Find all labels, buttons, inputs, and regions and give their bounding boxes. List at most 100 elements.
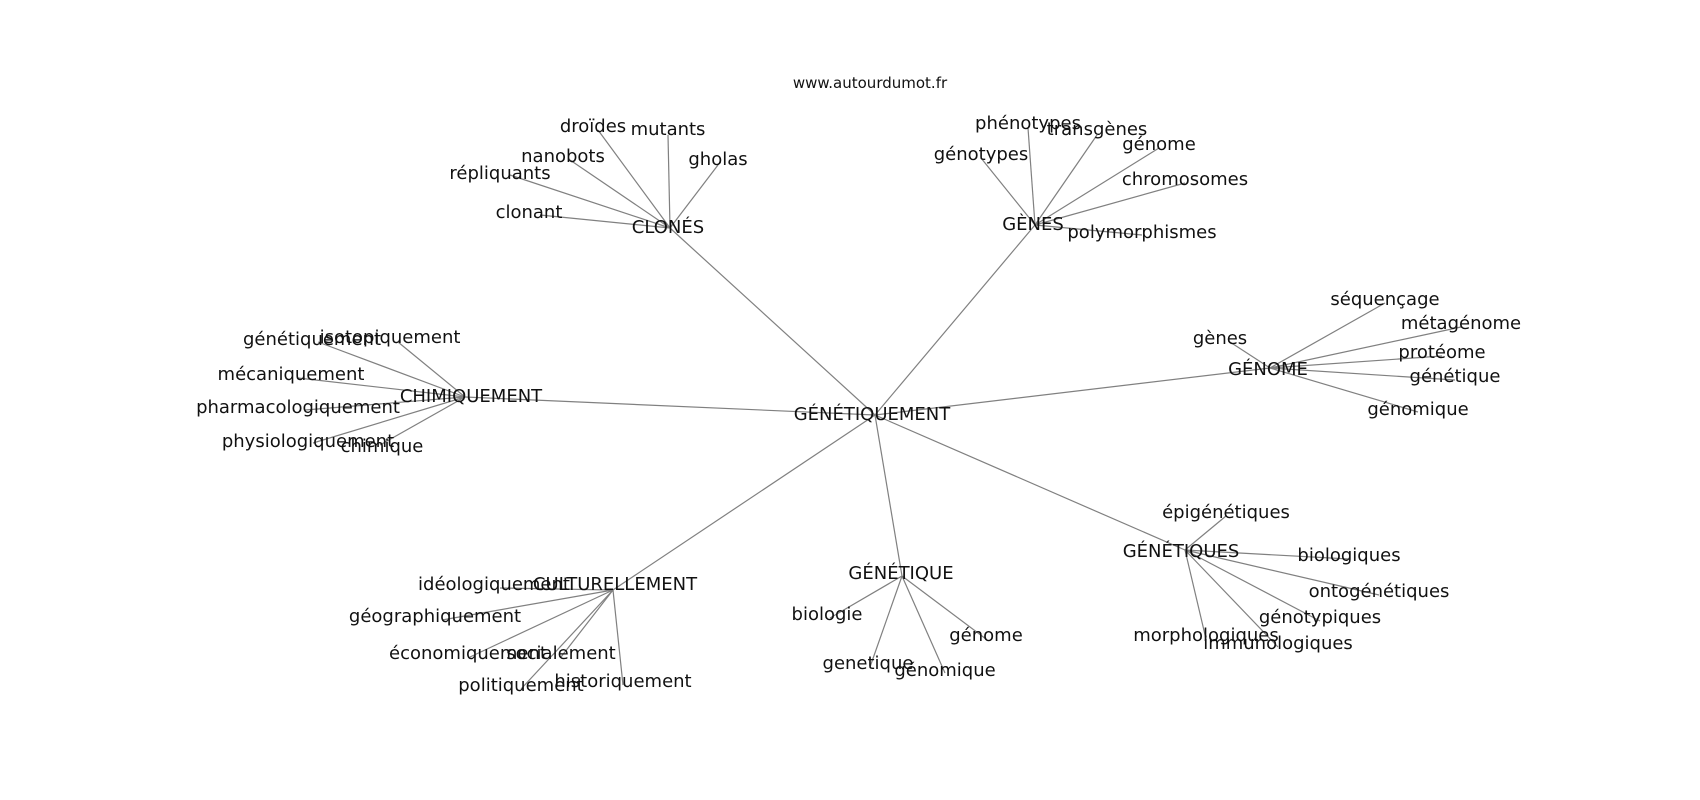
hub-word-chimiquement[interactable]: CHIMIQUEMENT [400, 386, 543, 407]
edge-genes-to-transgenes [1034, 134, 1098, 226]
edge-genetiques-to-morphologiques [1184, 549, 1207, 640]
word-node-historiquement[interactable]: historiquement [554, 671, 691, 692]
word-node-mutants[interactable]: mutants [631, 119, 706, 140]
edge-genetiques-to-epigenetiques [1184, 515, 1227, 551]
edge-genes-to-genome [1034, 147, 1160, 226]
edge-clones-to-droides [597, 129, 671, 229]
edge-clones-to-repliquants [509, 174, 671, 229]
edge-genome-to-proteome [1269, 355, 1443, 369]
word-node-genetique[interactable]: génétique [1410, 366, 1501, 387]
edge-chimiquement-to-isotopiquement [397, 341, 466, 398]
word-node-polymorphismes[interactable]: polymorphismes [1067, 222, 1216, 243]
word-node-genotypiques[interactable]: génotypiques [1259, 607, 1381, 628]
edge-genome-to-genomique [1269, 367, 1419, 413]
edge-center-to-clones [669, 227, 876, 416]
word-node-economiquement[interactable]: économiquement [389, 643, 547, 664]
edge-culturellement-to-historiquement [612, 589, 624, 686]
word-node-epigenetiques[interactable]: épigénétiques [1162, 502, 1290, 523]
edge-genes-to-chromosomes [1034, 182, 1186, 226]
edge-genetique-to-genome [901, 575, 987, 640]
edge-center-to-genes [874, 224, 1036, 416]
edge-culturellement-to-politiquement [520, 589, 614, 690]
hub-word-genetiques[interactable]: GÉNÉTIQUES [1123, 540, 1240, 562]
edge-culturellement-to-ideologiquement [499, 587, 614, 591]
hub-word-genes[interactable]: GÈNES [1002, 213, 1064, 235]
edge-genome-to-sequencage [1269, 302, 1386, 369]
hub-word-genetique[interactable]: GÉNÉTIQUE [848, 562, 953, 584]
edge-clones-to-clonant [539, 214, 671, 229]
edge-chimiquement-to-genetiquement [317, 341, 466, 398]
edge-genes-to-phenotypes [1027, 127, 1036, 226]
edge-genetiques-to-immunologiques [1184, 549, 1279, 648]
word-node-genotypes[interactable]: génotypes [934, 144, 1029, 165]
word-node-chimique[interactable]: chimique [341, 436, 424, 457]
edge-chimiquement-to-mecaniquement [297, 377, 466, 398]
edge-genes-to-genotypes [980, 157, 1036, 226]
word-node-genetiquement[interactable]: génétiquement [243, 329, 381, 350]
edge-genome-to-metagenome [1269, 326, 1462, 369]
edge-culturellement-to-economiquement [469, 589, 614, 658]
word-node-genomique[interactable]: génomique [1367, 399, 1468, 420]
word-node-proteome[interactable]: protéome [1398, 342, 1485, 363]
edge-center-to-culturellement [612, 414, 876, 591]
edge-center-to-genetiques [874, 414, 1186, 551]
edge-genome-to-genes [1229, 341, 1271, 369]
word-node-ideologiquement[interactable]: idéologiquement [418, 574, 570, 595]
edge-genetique-to-genetique [869, 575, 903, 668]
word-node-pharmacologiquement[interactable]: pharmacologiquement [196, 397, 400, 418]
word-node-politiquement[interactable]: politiquement [458, 675, 583, 696]
word-node-ontogenetiques[interactable]: ontogénétiques [1309, 581, 1450, 602]
edge-clones-to-nanobots [569, 159, 671, 229]
hub-word-clones[interactable]: CLONÉS [632, 216, 704, 238]
edge-chimiquement-to-pharmacologiquement [304, 396, 466, 411]
word-node-metagenome[interactable]: métagénome [1401, 313, 1521, 334]
edge-genes-to-polymorphismes [1034, 224, 1143, 236]
edges-layer [297, 127, 1462, 690]
edge-clones-to-mutants [667, 134, 671, 229]
word-node-gholas[interactable]: gholas [688, 149, 747, 170]
edge-culturellement-to-socialement [560, 589, 614, 658]
word-node-immunologiques[interactable]: immunologiques [1203, 633, 1353, 654]
word-node-genome[interactable]: génome [1122, 134, 1196, 155]
word-node-mecaniquement[interactable]: mécaniquement [218, 364, 365, 385]
word-node-transgenes[interactable]: transgènes [1047, 119, 1148, 140]
word-node-morphologiques[interactable]: morphologiques [1133, 625, 1279, 646]
word-node-droides[interactable]: droïdes [560, 116, 626, 137]
word-node-sequencage[interactable]: séquençage [1330, 289, 1439, 310]
word-node-socialement[interactable]: socialement [506, 643, 615, 664]
word-node-genes[interactable]: gènes [1193, 328, 1247, 349]
word-node-genome[interactable]: génome [949, 625, 1023, 646]
edge-genome-to-genetique [1269, 367, 1456, 381]
word-node-biologie[interactable]: biologie [792, 604, 863, 625]
edge-chimiquement-to-physiologiquement [312, 396, 466, 444]
word-node-genomique[interactable]: génomique [894, 660, 995, 681]
word-node-biologiques[interactable]: biologiques [1297, 545, 1400, 566]
word-node-repliquants[interactable]: répliquants [449, 163, 550, 184]
edge-chimiquement-to-chimique [379, 396, 466, 446]
edge-center-to-genetique [874, 414, 903, 577]
edge-genetiques-to-genotypiques [1184, 549, 1321, 622]
edge-genetiques-to-ontogenetiques [1184, 549, 1380, 596]
word-node-physiologiquement[interactable]: physiologiquement [222, 431, 394, 452]
word-node-isotopiquement[interactable]: isotopiquement [320, 327, 461, 348]
edge-genetique-to-biologie [829, 575, 903, 619]
center-word-label[interactable]: GÉNÉTIQUEMENT [794, 403, 952, 425]
word-node-nanobots[interactable]: nanobots [521, 146, 605, 167]
edge-culturellement-to-geographiquement [441, 589, 614, 621]
edge-genetiques-to-biologiques [1184, 549, 1350, 560]
hub-word-genome[interactable]: GÉNOME [1228, 358, 1308, 380]
word-node-genetique[interactable]: genetique [823, 653, 914, 674]
labels-layer: www.autourdumot.fr GÉNÉTIQUEMENT CLONÉS dr… [196, 74, 1521, 696]
edge-clones-to-gholas [669, 164, 719, 229]
edge-center-to-chimiquement [464, 396, 876, 416]
edge-genetique-to-genomique [901, 575, 946, 674]
word-node-clonant[interactable]: clonant [496, 202, 563, 223]
word-node-geographiquement[interactable]: géographiquement [349, 606, 521, 627]
edge-center-to-genome [874, 367, 1271, 416]
hub-word-culturellement[interactable]: CULTURELLEMENT [533, 574, 698, 595]
word-node-phenotypes[interactable]: phénotypes [975, 113, 1081, 134]
site-label: www.autourdumot.fr [793, 74, 948, 92]
word-node-chromosomes[interactable]: chromosomes [1122, 169, 1248, 190]
